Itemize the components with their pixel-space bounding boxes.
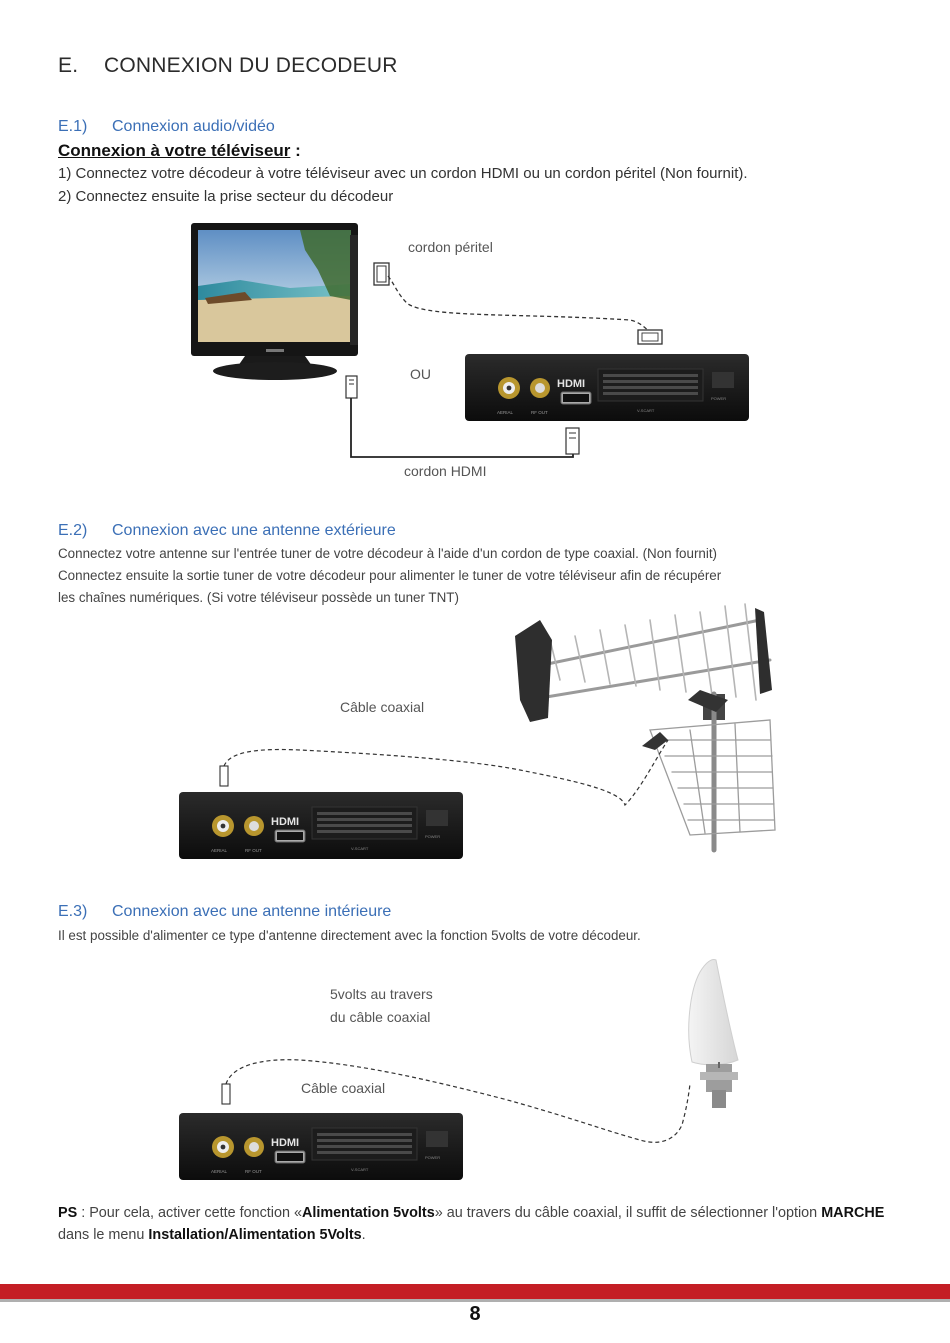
subsection-number-e3: E.3): [58, 903, 88, 920]
label-ou: OU: [410, 366, 431, 382]
page-number: 8: [469, 1303, 481, 1325]
decoder-e1-port2: RF OUT: [531, 410, 548, 415]
hdmi-cable: [345, 375, 580, 458]
label-coax-e2: Câble coaxial: [340, 699, 425, 715]
e1-step-2: 2) Connectez ensuite la prise secteur du…: [58, 188, 394, 205]
subsection-title-text-e3: Connexion avec une antenne intérieure: [112, 903, 392, 920]
subsection-title-e2: E.2) Connexion avec une antenne extérieur…: [58, 522, 396, 540]
decoder-e1-scart: V-SCART: [637, 408, 655, 413]
decoder-e1-brand: HDMI: [557, 378, 585, 390]
subsection-title-text-e2: Connexion avec une antenne extérieure: [112, 522, 396, 539]
e3-line-1: Il est possible d'alimenter ce type d'an…: [58, 928, 641, 943]
ps-text-1: : Pour cela, activer cette fonction «: [77, 1205, 302, 1221]
subheading-tv-suffix: :: [290, 141, 301, 160]
television-illustration: [191, 223, 358, 380]
label-5v-line1: 5volts au travers: [330, 986, 433, 1002]
scart-cable: [373, 262, 663, 345]
e2-line-3: les chaînes numériques. (Si votre télévi…: [58, 590, 459, 605]
decoder-e3-port2: RF OUT: [245, 1169, 262, 1174]
decoder-e2-scart: V-SCART: [351, 846, 369, 851]
label-5v-line2: du câble coaxial: [330, 1009, 431, 1025]
e1-step-1: 1) Connectez votre décodeur à votre télé…: [58, 165, 748, 182]
coax-cable-e3: [221, 1059, 691, 1143]
decoder-e3-power: POWER: [425, 1155, 440, 1160]
footer-divider: [0, 1299, 950, 1302]
indoor-antenna-illustration: [688, 959, 739, 1108]
label-coax-e3: Câble coaxial: [301, 1080, 386, 1096]
subheading-tv-text: Connexion à votre téléviseur: [58, 141, 291, 160]
label-peritel: cordon péritel: [408, 239, 493, 255]
ps-text-2: » au travers du câble coaxial, il suffit…: [434, 1205, 822, 1221]
decoder-e1: HDMI AERIAL RF OUT V-SCART POWER: [465, 354, 749, 421]
decoder-e2-port2: RF OUT: [245, 848, 262, 853]
decoder-e2-power: POWER: [425, 834, 440, 839]
coax-cable-e2: [219, 739, 669, 807]
outdoor-antenna-illustration: [515, 603, 776, 853]
decoder-e2: HDMI AERIAL RF OUT V-SCART POWER: [179, 792, 463, 859]
subsection-title-text-e1: Connexion audio/vidéo: [112, 118, 275, 135]
section-title: E. CONNEXION DU DECODEUR: [58, 54, 398, 78]
ps-note: PS : Pour cela, activer cette fonction «…: [58, 1202, 898, 1246]
e2-line-1: Connectez votre antenne sur l'entrée tun…: [58, 546, 718, 561]
label-hdmi-cable: cordon HDMI: [404, 463, 487, 479]
section-title-text: CONNEXION DU DECODEUR: [104, 54, 398, 77]
subsection-title-e3: E.3) Connexion avec une antenne intérieur…: [58, 903, 391, 921]
decoder-e1-port1: AERIAL: [497, 410, 514, 415]
subheading-tv: Connexion à votre téléviseur :: [58, 141, 301, 161]
section-number: E.: [58, 54, 79, 77]
subsection-title-e1: E.1) Connexion audio/vidéo: [58, 118, 275, 136]
ps-bold-2: MARCHE: [821, 1205, 885, 1221]
ps-text-3: dans le menu: [58, 1227, 149, 1243]
decoder-e2-port1: AERIAL: [211, 848, 228, 853]
decoder-e1-power: POWER: [711, 396, 726, 401]
decoder-e2-brand: HDMI: [271, 816, 299, 828]
decoder-e3: HDMI AERIAL RF OUT V-SCART POWER: [179, 1113, 463, 1180]
decoder-e3-brand: HDMI: [271, 1137, 299, 1149]
ps-bold-1: Alimentation 5volts: [301, 1205, 435, 1221]
ps-bold-3: Installation/Alimentation 5Volts: [148, 1227, 362, 1243]
subsection-number-e1: E.1): [58, 118, 88, 135]
subsection-number-e2: E.2): [58, 522, 88, 539]
e2-line-2: Connectez ensuite la sortie tuner de vot…: [58, 568, 722, 583]
decoder-e3-port1: AERIAL: [211, 1169, 228, 1174]
ps-text-4: .: [361, 1227, 366, 1243]
ps-lead: PS: [58, 1205, 78, 1221]
decoder-e3-scart: V-SCART: [351, 1167, 369, 1172]
footer-bar: [0, 1284, 950, 1299]
